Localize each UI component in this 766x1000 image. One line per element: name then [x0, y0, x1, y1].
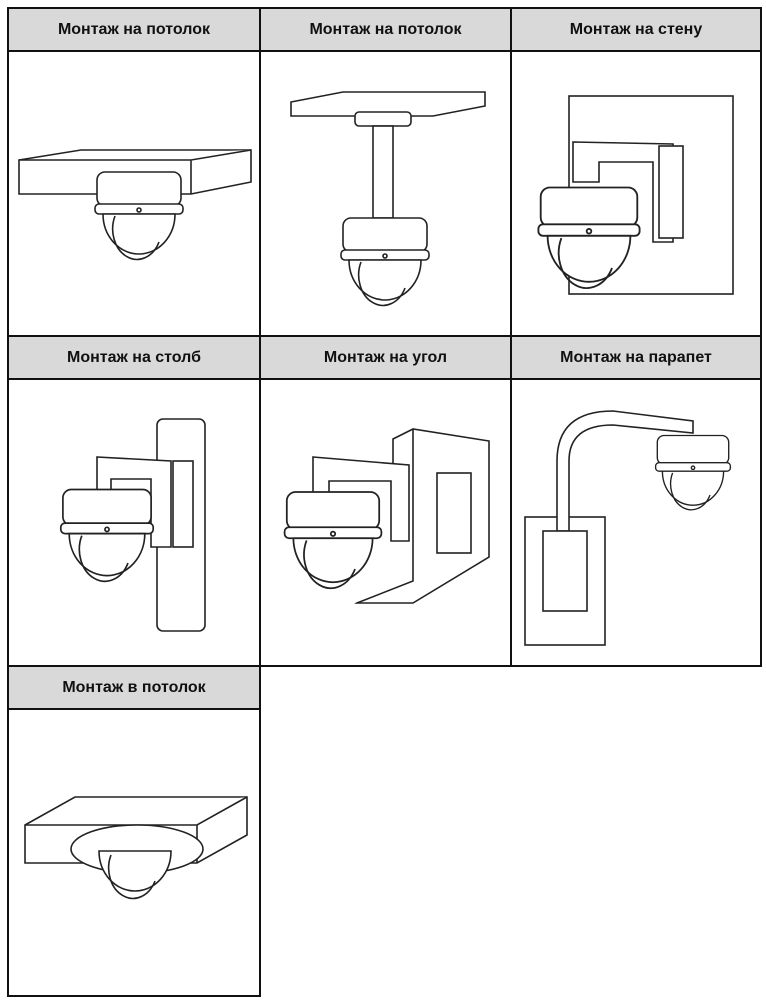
- header-parapet-mount: Монтаж на парапет: [510, 335, 762, 380]
- cell-label: Монтаж в потолок: [62, 678, 206, 696]
- wall-mount-illustration: [510, 50, 762, 337]
- cell-label: Монтаж на столб: [66, 348, 202, 366]
- header-wall-mount: Монтаж на стену: [510, 7, 762, 52]
- header-pendant-mount: Монтаж на потолок: [259, 7, 512, 52]
- header-pole-mount: Монтаж на столб: [7, 335, 261, 380]
- header-ceiling-mount: Монтаж на потолок: [7, 7, 261, 52]
- pole-mount-illustration: [7, 378, 261, 667]
- header-in-ceiling-mount: Монтаж в потолок: [7, 665, 261, 710]
- corner-mount-illustration: [259, 378, 512, 667]
- cell-label: Монтаж на потолок: [309, 20, 462, 38]
- cell-label: Монтаж на парапет: [560, 348, 712, 366]
- pendant-mount-illustration: [259, 50, 512, 337]
- cell-label: Монтаж на угол: [323, 348, 448, 366]
- cell-label: Монтаж на потолок: [57, 20, 211, 38]
- cell-label: Монтаж на стену: [569, 20, 703, 38]
- parapet-mount-illustration: [510, 378, 762, 667]
- in-ceiling-mount-illustration: [7, 708, 261, 997]
- ceiling-mount-illustration: [7, 50, 261, 337]
- header-corner-mount: Монтаж на угол: [259, 335, 512, 380]
